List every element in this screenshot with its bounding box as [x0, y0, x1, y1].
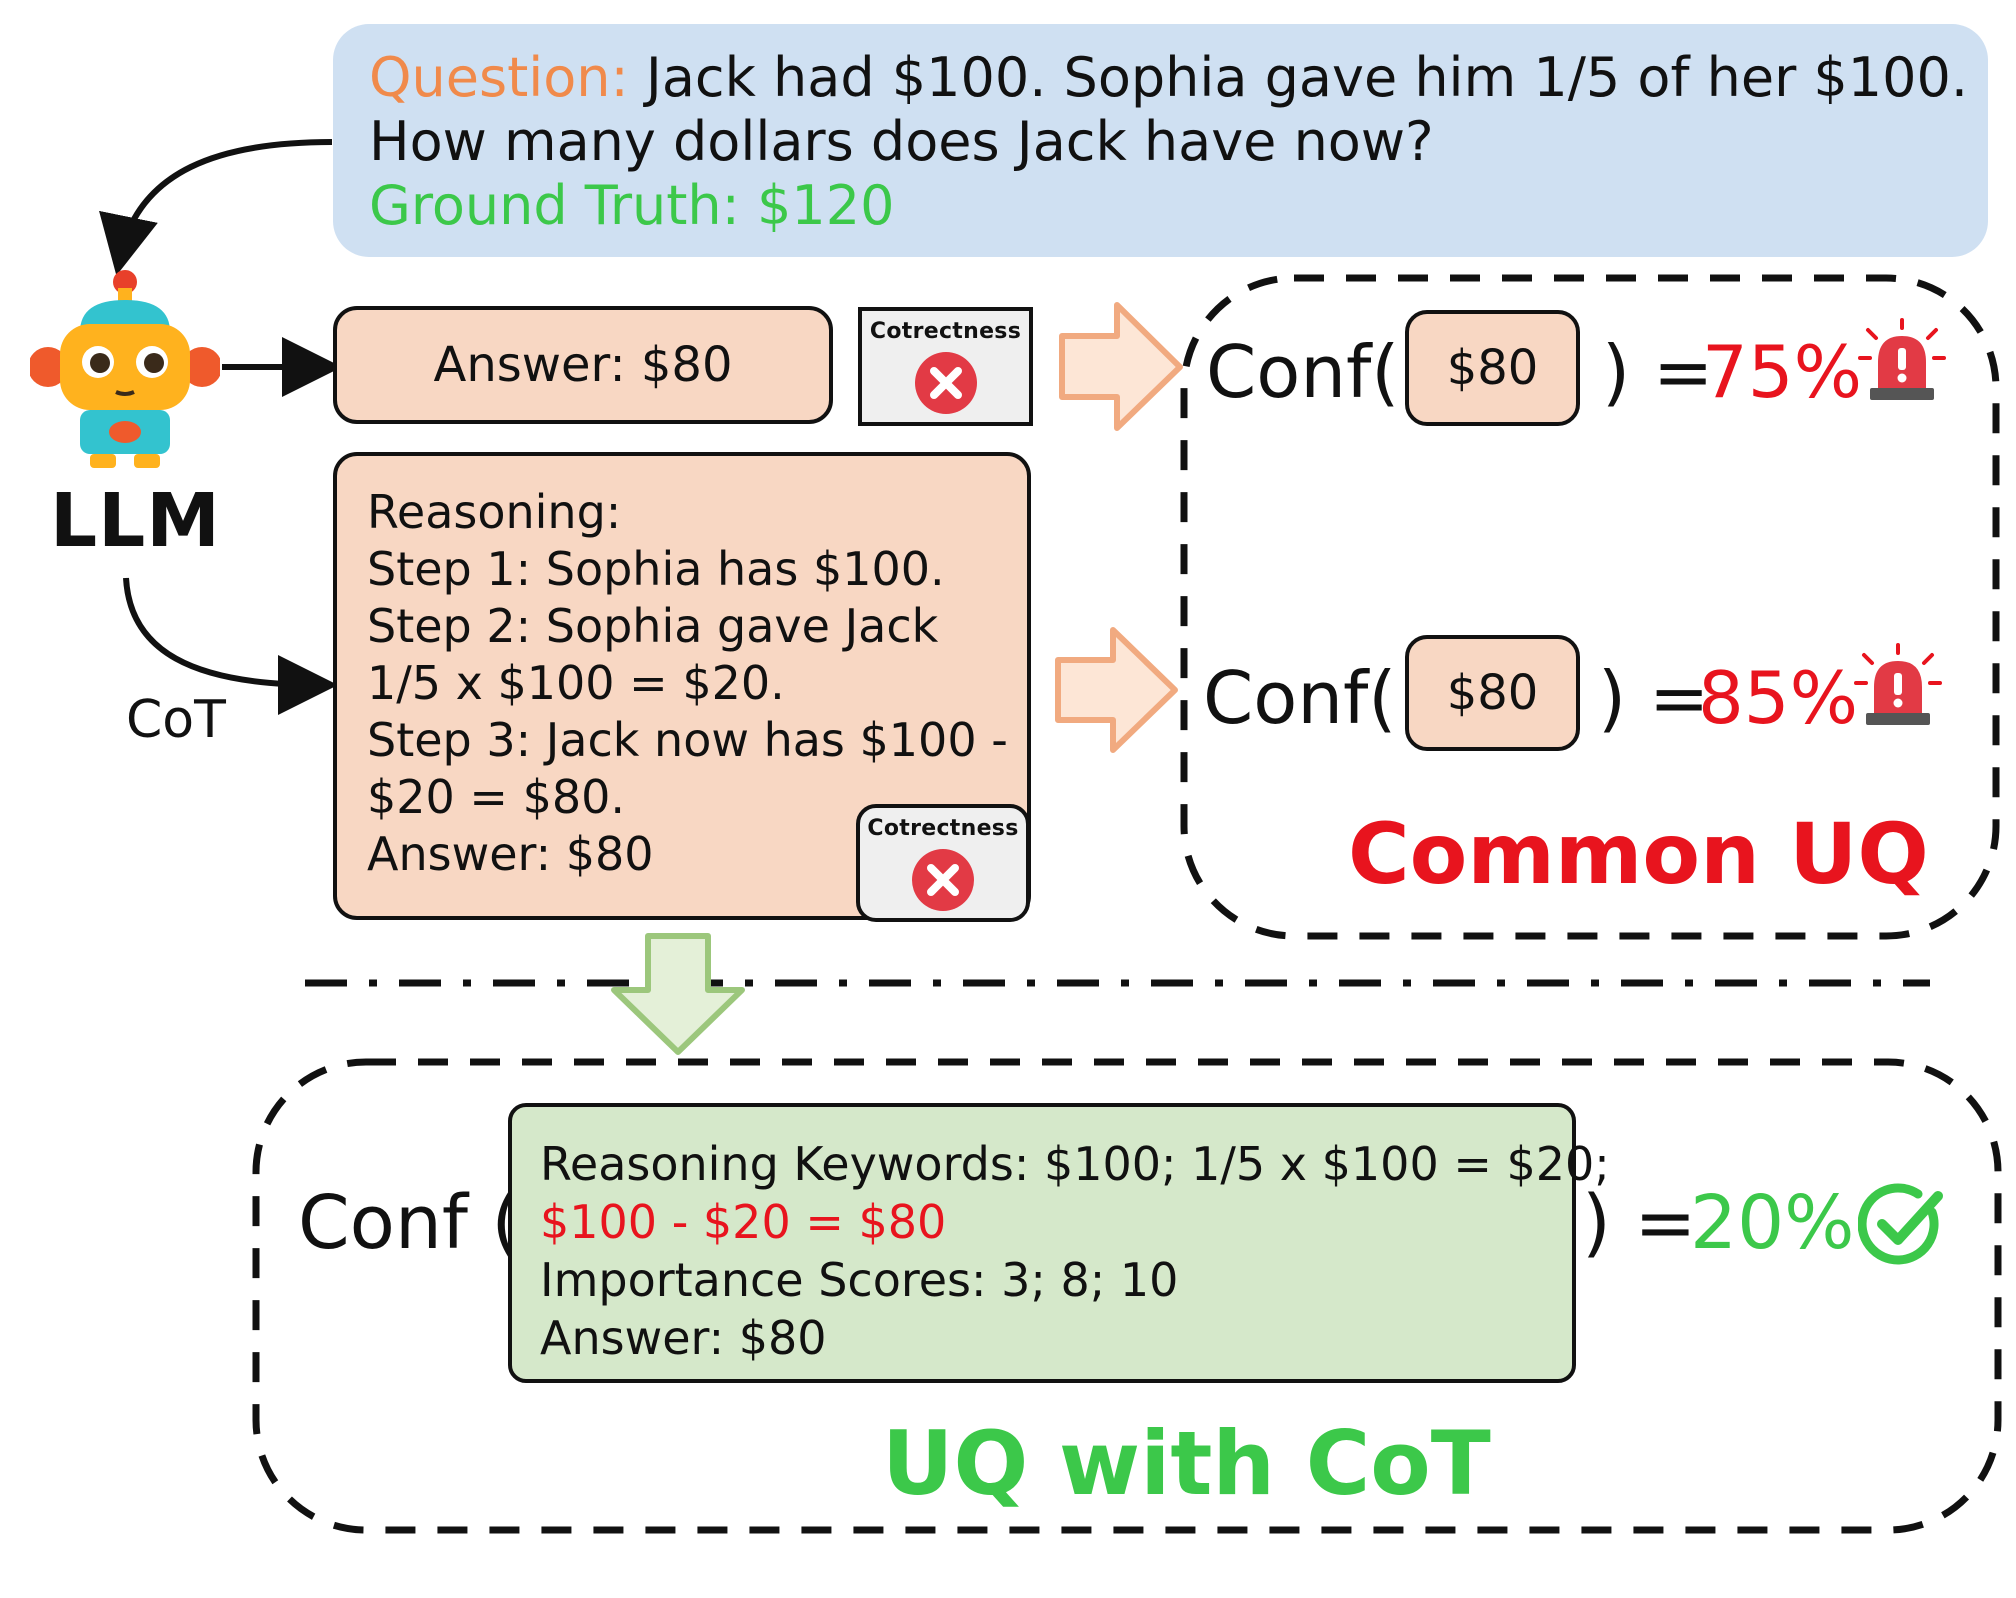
cot-answer-line: Answer: $80 [540, 1311, 827, 1365]
correctness-label: Cotrectness [867, 816, 1019, 841]
importance-scores-line: Importance Scores: 3; 8; 10 [540, 1253, 1179, 1307]
conf-answer-box-2: $80 [1405, 635, 1580, 751]
reasoning-line: 1/5 x $100 = $20. [367, 656, 785, 710]
cot-label: CoT [126, 690, 226, 750]
conf-answer-box-1: $80 [1405, 310, 1580, 426]
reasoning-keywords-box: Reasoning Keywords: $100; 1/5 x $100 = $… [508, 1103, 1610, 1383]
reasoning-line: $20 = $80. [367, 770, 626, 824]
conf-answer-value-1: $80 [1446, 340, 1539, 396]
question-line-2: How many dollars does Jack have now? [369, 110, 1434, 173]
reasoning-line: Reasoning: [367, 485, 622, 539]
reasoning-box: Reasoning: Step 1: Sophia has $100. Step… [333, 452, 1031, 920]
llm-label: LLM [50, 478, 221, 564]
answer-text: Answer: $80 [433, 337, 733, 393]
answer-to-conf-arrow [1059, 302, 1183, 431]
question-label: Question: [369, 46, 629, 109]
conf-percent-cot: 20% [1690, 1180, 1855, 1266]
conf-percent-1: 75% [1702, 330, 1863, 414]
answer-box: Answer: $80 [333, 306, 833, 424]
conf-open-2: Conf( [1203, 656, 1397, 740]
reasoning-line: Step 1: Sophia has $100. [367, 542, 945, 596]
conf-close-1: ) = [1602, 330, 1714, 414]
reasoning-to-cot-arrow [611, 933, 745, 1055]
correctness-badge-reasoning: Cotrectness [856, 804, 1030, 922]
alarm-icon [1854, 643, 1942, 725]
correctness-badge-answer: Cotrectness [858, 307, 1033, 426]
uq-cot-region [252, 1058, 2002, 1534]
reasoning-line: Step 2: Sophia gave Jack [367, 599, 939, 653]
check-circle-icon [1858, 1183, 1943, 1265]
conf-percent-2: 85% [1698, 656, 1859, 740]
conf-open-cot: Conf ( [298, 1180, 521, 1266]
question-line-1: Jack had $100. Sophia gave him 1/5 of he… [645, 46, 1969, 109]
conf-answer-value-2: $80 [1446, 665, 1539, 721]
conf-close-cot: ) = [1582, 1180, 1697, 1266]
reasoning-to-conf-arrow [1055, 627, 1178, 753]
reasoning-line: Answer: $80 [367, 827, 654, 881]
conf-open-1: Conf( [1206, 330, 1400, 414]
conf-close-2: ) = [1598, 656, 1710, 740]
common-uq-region [1180, 274, 2000, 940]
ground-truth-label: Ground Truth: [369, 174, 740, 237]
uq-with-cot-title: UQ with CoT [882, 1412, 1491, 1515]
x-circle-icon [914, 352, 977, 414]
reasoning-line: Step 3: Jack now has $100 - [367, 713, 1008, 767]
common-uq-title: Common UQ [1348, 805, 1929, 903]
correctness-label: Cotrectness [869, 319, 1022, 344]
robot-icon [30, 270, 220, 468]
keywords-line: Reasoning Keywords: $100; 1/5 x $100 = $… [540, 1137, 1610, 1191]
llm-to-reasoning-arrow [123, 577, 338, 715]
question-to-llm-arrow [99, 139, 333, 276]
ground-truth-value: $120 [757, 174, 895, 237]
keywords-red-line: $100 - $20 = $80 [540, 1195, 947, 1249]
x-circle-icon [912, 849, 974, 911]
alarm-icon [1858, 318, 1946, 400]
question-box: Question: Jack had $100. Sophia gave him… [333, 24, 1988, 257]
